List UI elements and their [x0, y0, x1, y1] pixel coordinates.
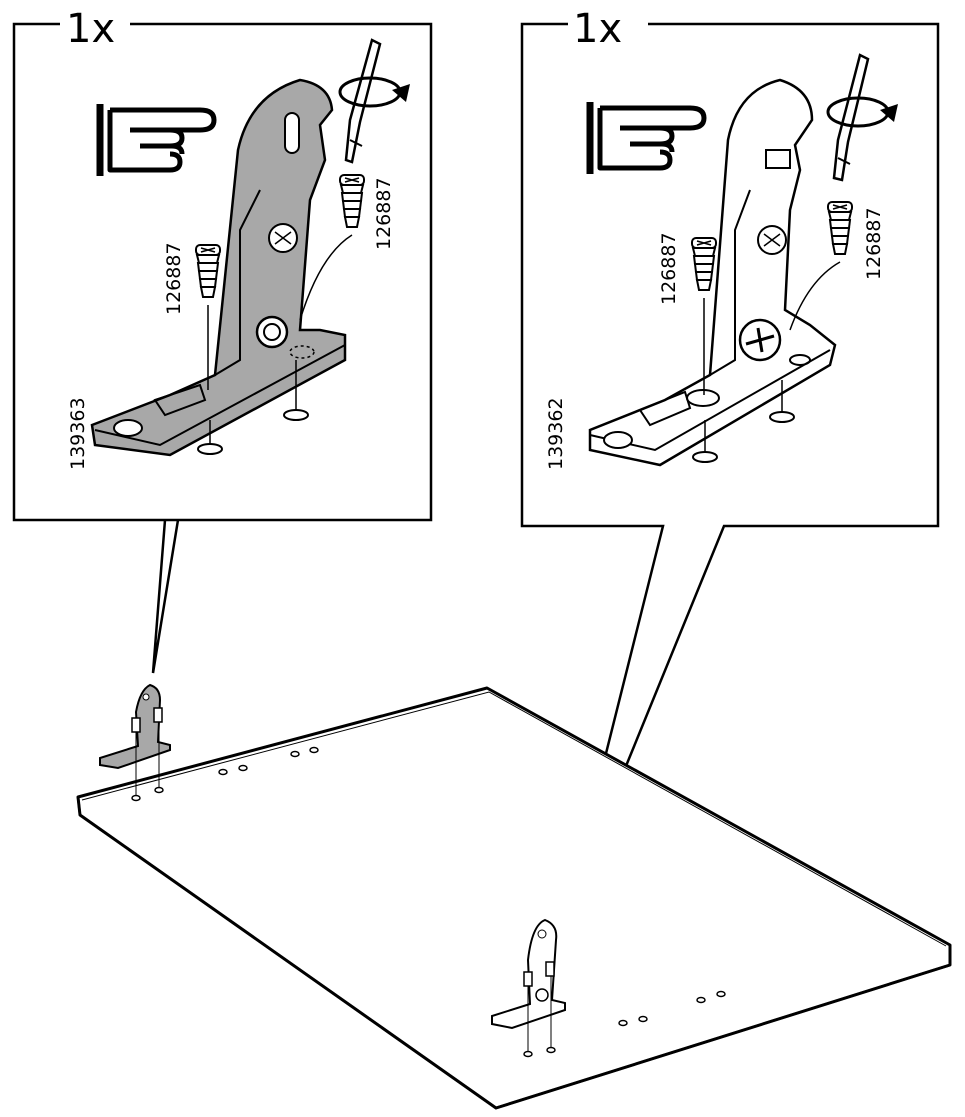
screwdriver-icon: [344, 38, 382, 164]
cam-screw-2b: [691, 237, 717, 291]
board: [76, 683, 952, 1110]
part-number-fitting-1: 139363: [67, 397, 89, 470]
part-number-screw-1a: 126887: [373, 177, 395, 250]
clockwise-rotation-icon: [338, 76, 412, 108]
detail-panel-1: 1x: [12, 6, 433, 674]
cam-fitting-1-small: [99, 683, 171, 795]
board-holes: [131, 746, 726, 1058]
cam-fitting-2: [588, 78, 837, 467]
cam-fitting-2-small: [491, 918, 566, 1051]
part-number-screw-1b: 126887: [163, 242, 185, 315]
part-number-fitting-2: 139362: [545, 397, 567, 470]
clockwise-rotation-icon: [826, 96, 900, 128]
pointing-hand-icon: [100, 104, 214, 176]
cam-screw-1b: [195, 244, 221, 298]
part-number-screw-2a: 126887: [863, 207, 885, 280]
screwdriver-icon: [832, 53, 870, 182]
cam-screw-1a: [339, 174, 365, 228]
pointing-hand-icon: [590, 102, 704, 174]
cam-screw-2a: [827, 201, 853, 255]
quantity-label-1: 1x: [66, 6, 115, 52]
cam-fitting-1: [90, 78, 347, 457]
quantity-label-2: 1x: [573, 6, 622, 52]
part-number-screw-2b: 126887: [658, 232, 680, 305]
